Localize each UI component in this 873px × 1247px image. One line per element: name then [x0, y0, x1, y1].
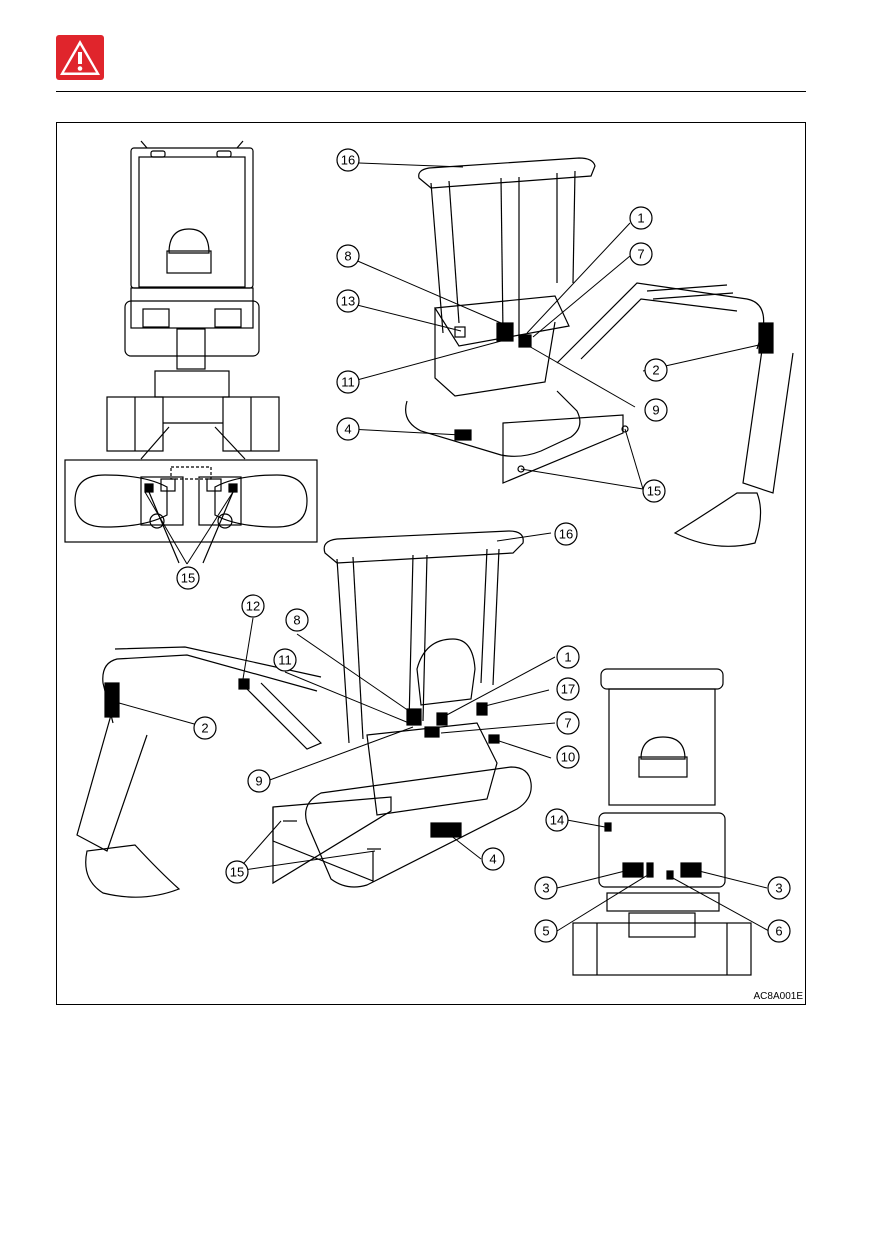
callout-6: 6 — [775, 924, 782, 939]
callout-16: 16 — [341, 153, 355, 168]
callout-13: 13 — [341, 294, 355, 309]
callout-8: 8 — [293, 613, 300, 628]
callout-11: 11 — [278, 653, 292, 668]
callout-3: 3 — [542, 881, 549, 896]
figure-code: AC8A001E — [754, 991, 803, 1002]
callout-8: 8 — [344, 249, 351, 264]
callout-11: 11 — [341, 375, 355, 390]
callout-14: 14 — [550, 813, 564, 828]
callout-4: 4 — [489, 852, 496, 867]
callout-10: 10 — [561, 750, 575, 765]
callout-15: 15 — [230, 865, 244, 880]
callout-9: 9 — [255, 774, 262, 789]
callout-1: 1 — [564, 650, 571, 665]
callout-9: 9 — [652, 403, 659, 418]
front-view — [107, 141, 279, 459]
callout-2: 2 — [652, 363, 659, 378]
callout-7: 7 — [637, 247, 644, 262]
right-front-view — [77, 531, 531, 897]
label-location-figure: 16 1 7 8 13 11 2 9 4 15 15 16 12 8 11 2 … — [56, 122, 806, 1005]
track-detail-view — [65, 460, 317, 563]
callout-15: 15 — [181, 571, 195, 586]
callout-15: 15 — [647, 484, 661, 499]
callout-2: 2 — [201, 721, 208, 736]
leader-lines — [119, 163, 769, 931]
callout-7: 7 — [564, 716, 571, 731]
callout-3: 3 — [775, 881, 782, 896]
callout-4: 4 — [344, 422, 351, 437]
warning-triangle-icon — [56, 35, 104, 80]
left-rear-view — [406, 158, 793, 546]
excavator-diagram: 16 1 7 8 13 11 2 9 4 15 15 16 12 8 11 2 … — [57, 123, 807, 1006]
callout-5: 5 — [542, 924, 549, 939]
callout-numbers: 16 1 7 8 13 11 2 9 4 15 15 16 12 8 11 2 … — [181, 153, 783, 939]
callout-12: 12 — [246, 599, 260, 614]
callout-17: 17 — [561, 682, 575, 697]
callout-circles — [177, 149, 790, 942]
header-rule — [56, 91, 806, 92]
rear-view — [573, 669, 751, 975]
callout-1: 1 — [637, 211, 644, 226]
callout-16: 16 — [559, 527, 573, 542]
